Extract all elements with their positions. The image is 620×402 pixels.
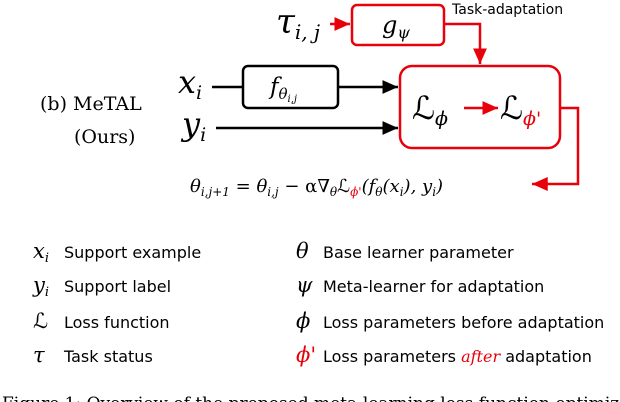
legend-right: θ Base learner parameter ψ Meta-learner …	[296, 239, 604, 367]
tau-input: τi, j	[276, 2, 320, 44]
legend-text: Meta-learner for adaptation	[323, 277, 544, 296]
legend-symbol: ϕ	[296, 309, 310, 333]
x-input: xi	[178, 63, 202, 104]
f-theta-label: fθi,j	[268, 74, 297, 105]
legend-item-base-learner: θ Base learner parameter	[296, 239, 514, 263]
legend-text: Loss function	[64, 313, 170, 332]
y-input: yi	[180, 105, 206, 146]
method-sublabel: (Ours)	[74, 126, 135, 148]
legend-item-loss-function: ℒ Loss function	[33, 309, 170, 333]
legend-item-support-example: xi Support example	[33, 239, 201, 266]
legend-symbol: ℒ	[33, 309, 48, 333]
update-rule: θi,j+1 = θi,j − α∇θℒϕ'(fθ(xi), yi)	[190, 176, 443, 199]
legend-symbol: ϕ'	[296, 343, 316, 367]
legend-text: Support label	[64, 277, 171, 296]
legend-symbol: xi	[33, 239, 49, 266]
legend-item-support-label: yi Support label	[32, 273, 171, 300]
legend-text: Support example	[64, 243, 201, 262]
legend-item-loss-before: ϕ Loss parameters before adaptation	[296, 309, 604, 333]
legend-item-loss-after: ϕ' Loss parameters after adaptation	[296, 343, 592, 367]
loss-phi-label: ℒϕ	[412, 89, 448, 130]
legend-symbol: ψ	[296, 273, 313, 297]
legend-text: Base learner parameter	[323, 243, 514, 262]
g-psi-label: gψ	[382, 11, 410, 42]
legend-item-task-status: τ Task status	[33, 343, 153, 367]
legend-left: xi Support example yi Support label ℒ Lo…	[32, 239, 201, 367]
figure-caption: Figure 1: Overview of the proposed meta-…	[2, 394, 620, 402]
legend-symbol: yi	[32, 273, 49, 300]
loss-phiprime-label: ℒϕ'	[500, 89, 541, 130]
loss-to-update-arrow	[532, 106, 580, 191]
method-label: (b) MeTAL	[40, 93, 142, 115]
legend-text: Loss parameters after adaptation	[323, 347, 592, 366]
legend-text: Loss parameters before adaptation	[323, 313, 604, 332]
legend-text: Task status	[63, 347, 153, 366]
legend-symbol: τ	[33, 343, 45, 367]
legend-item-meta-learner: ψ Meta-learner for adaptation	[296, 273, 544, 297]
task-adaptation-label: Task-adaptation	[451, 2, 563, 18]
legend-symbol: θ	[296, 239, 309, 263]
g-to-loss-arrow	[444, 22, 487, 64]
